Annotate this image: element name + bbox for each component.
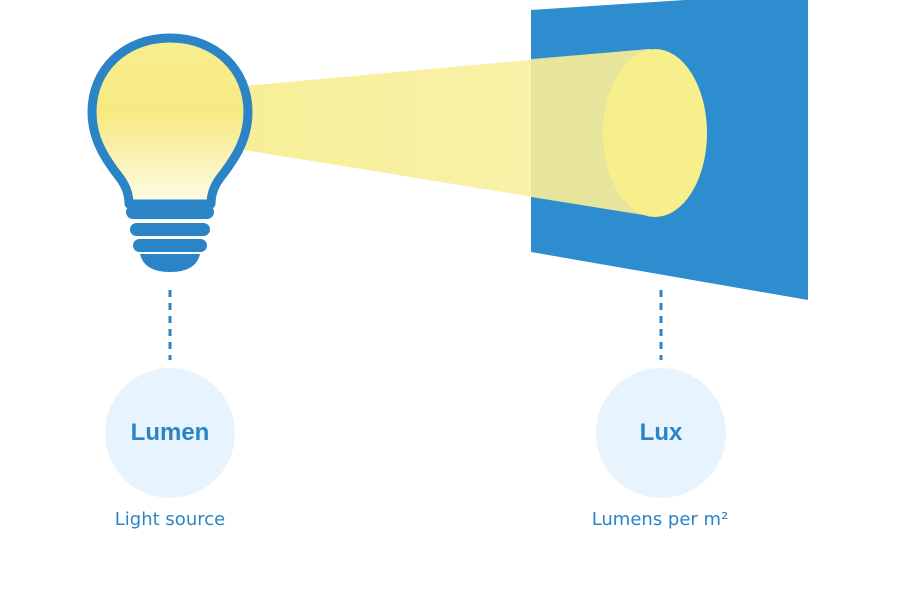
illuminated-area [603, 49, 707, 217]
lux-label: Lux [639, 419, 683, 446]
lumen-label: Lumen [130, 419, 210, 446]
lux-circle: Lux [596, 368, 726, 498]
light-bulb-icon [87, 33, 253, 272]
lumen-circle: Lumen [105, 368, 235, 498]
lux-caption: Lumens per m² [591, 509, 729, 530]
lumen-caption: Light source [114, 509, 226, 530]
